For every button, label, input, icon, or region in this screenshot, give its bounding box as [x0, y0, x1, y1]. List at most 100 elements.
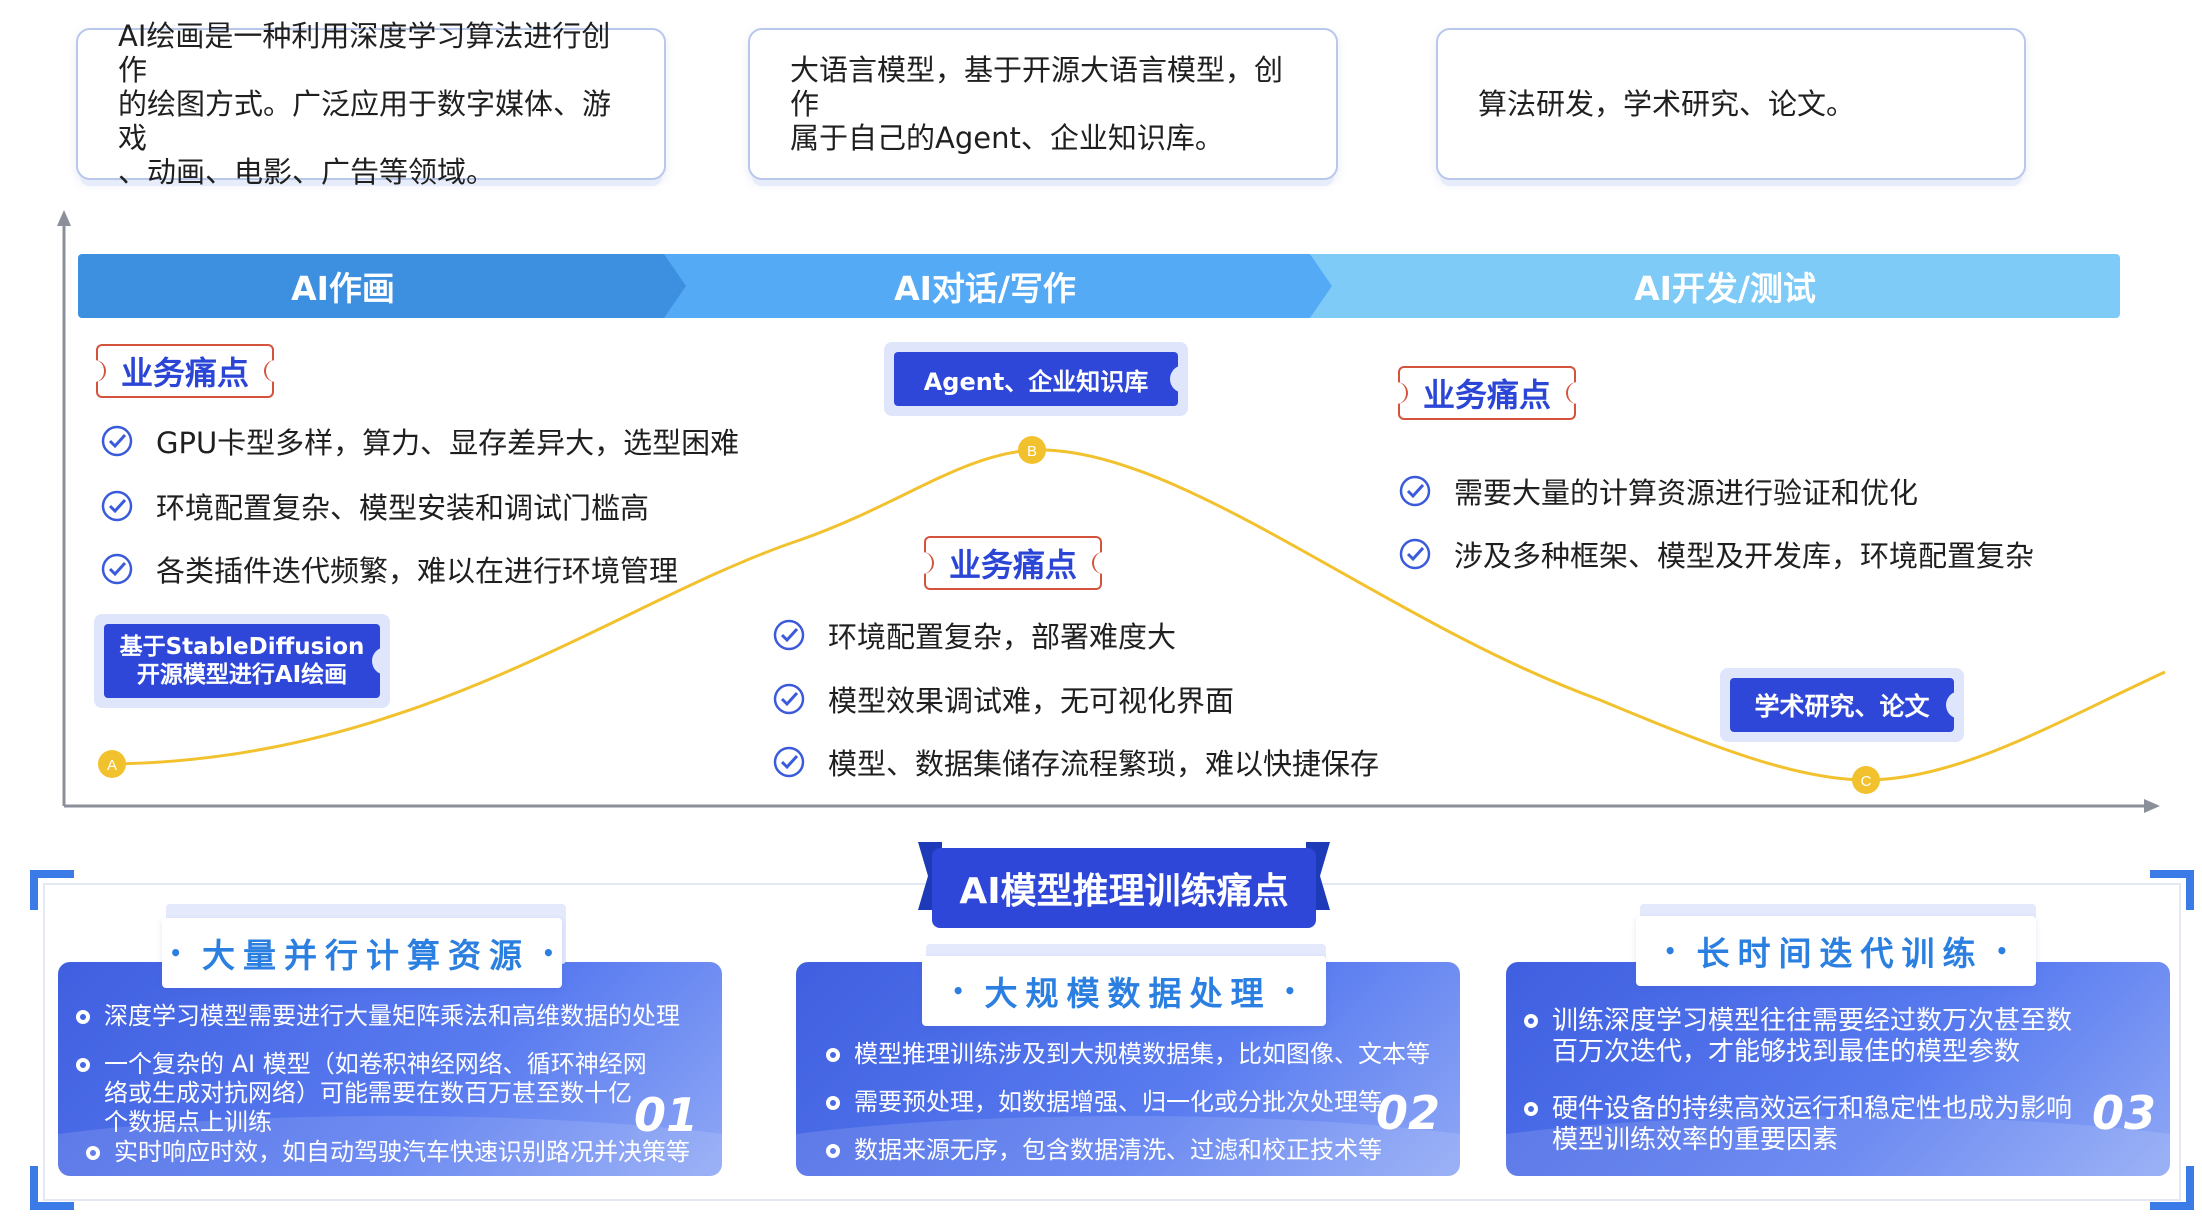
- dot-icon: •: [542, 941, 555, 965]
- dot-icon: •: [1663, 939, 1677, 963]
- stage-bar-bg: [78, 254, 2120, 318]
- panel-bullet-text: 训练深度学习模型往往需要经过数万次甚至数: [1552, 1006, 2073, 1036]
- curve-point-b: [1018, 436, 1046, 464]
- ring-bullet-icon: [76, 1010, 90, 1024]
- panel-title: 大规模数据处理: [984, 974, 1272, 1013]
- curve-point-b-label: B: [1027, 443, 1037, 460]
- desc-line: 属于自己的Agent、企业知识库。: [790, 121, 1224, 155]
- check-circle-icon: [1399, 538, 1431, 570]
- ring-bullet-icon: [76, 1058, 90, 1072]
- dot-icon: •: [951, 979, 965, 1003]
- check-circle-icon: [101, 553, 133, 585]
- panel-title: 大量并行计算资源: [202, 936, 530, 975]
- panel-bullet-text: 需要预处理，如数据增强、归一化或分批次处理等: [854, 1088, 1382, 1116]
- panel-bullet-text: 个数据点上训练: [104, 1108, 272, 1136]
- curve-point-a: [98, 750, 126, 778]
- panel-bullet-text: 实时响应时效，如自动驾驶汽车快速识别路况并决策等: [114, 1138, 690, 1166]
- stage2-tag-label: Agent、企业知识库: [894, 352, 1178, 406]
- pain-tag-stage1: 业务痛点: [90, 344, 280, 398]
- panel-bullet-text: 一个复杂的 AI 模型（如卷积神经网络、循环神经网: [104, 1050, 647, 1078]
- x-axis-arrow: [2144, 799, 2160, 813]
- pain-text: 环境配置复杂、模型安装和调试门槛高: [156, 491, 650, 525]
- panel-title: 长时间迭代训练: [1696, 934, 1984, 973]
- pain-item: 各类插件迭代频繁，难以在进行环境管理: [100, 548, 678, 590]
- panel-bullet: 训练深度学习模型往往需要经过数万次甚至数 百万次迭代，才能够找到最佳的模型参数: [1524, 1006, 2144, 1068]
- check-circle-icon: [773, 746, 805, 778]
- curve-point-c-label: C: [1861, 773, 1872, 790]
- dot-icon: •: [1283, 979, 1297, 1003]
- stage1-tag: 基于StableDiffusion 开源模型进行AI绘画: [94, 614, 390, 708]
- pain-item: 模型效果调试难，无可视化界面: [772, 678, 1234, 720]
- stage-ai-painting: AI作画: [291, 269, 395, 308]
- curve-point-c: [1852, 766, 1880, 794]
- ring-bullet-icon: [826, 1048, 840, 1062]
- ring-bullet-icon: [1524, 1102, 1538, 1116]
- dot-icon: •: [169, 941, 182, 965]
- panel-bullet-text: 百万次迭代，才能够找到最佳的模型参数: [1552, 1037, 2021, 1067]
- pain-item: GPU卡型多样，算力、显存差异大，选型困难: [100, 420, 739, 462]
- panel-number: 02: [1376, 1086, 1441, 1140]
- pain-text: 模型、数据集储存流程繁琐，难以快捷保存: [828, 747, 1380, 781]
- pain-item: 环境配置复杂，部署难度大: [772, 614, 1176, 656]
- panel-bullet: 一个复杂的 AI 模型（如卷积神经网络、循环神经网 络或生成对抗网络）可能需要在…: [76, 1050, 706, 1137]
- pain-panel-1: 深度学习模型需要进行大量矩阵乘法和高维数据的处理 一个复杂的 AI 模型（如卷积…: [58, 962, 722, 1176]
- panel-number: 03: [2092, 1086, 2157, 1140]
- pain-text: 各类插件迭代频繁，难以在进行环境管理: [156, 554, 679, 588]
- stage-ai-dev: AI开发/测试: [1634, 269, 1816, 308]
- desc-line: 算法研发，学术研究、论文。: [1478, 87, 1856, 121]
- panel-bullet-text: 数据来源无序，包含数据清洗、过滤和校正技术等: [854, 1136, 1382, 1164]
- panel-bullet: 实时响应时效，如自动驾驶汽车快速识别路况并决策等: [86, 1138, 716, 1167]
- check-circle-icon: [773, 683, 805, 715]
- panel-bullet: 硬件设备的持续高效运行和稳定性也成为影响 模型训练效率的重要因素: [1524, 1094, 2144, 1156]
- desc-card-ai-dialog: 大语言模型，基于开源大语言模型，创作 属于自己的Agent、企业知识库。: [748, 28, 1338, 180]
- pain-item: 需要大量的计算资源进行验证和优化: [1398, 470, 1918, 512]
- section-title-ribbon: [918, 842, 1330, 928]
- pain-text: 环境配置复杂，部署难度大: [828, 620, 1177, 654]
- panel-header-2: • 大规模数据处理 •: [922, 956, 1326, 1026]
- panel-bullet-text: 深度学习模型需要进行大量矩阵乘法和高维数据的处理: [104, 1002, 680, 1030]
- desc-line: AI绘画是一种利用深度学习算法进行创作: [118, 19, 611, 87]
- panel-bullet-text: 络或生成对抗网络）可能需要在数百万甚至数十亿: [104, 1079, 632, 1107]
- panel-header-1: • 大量并行计算资源 •: [162, 918, 562, 988]
- panel-number: 01: [634, 1088, 699, 1142]
- panel-bullet: 深度学习模型需要进行大量矩阵乘法和高维数据的处理: [76, 1002, 706, 1031]
- desc-card-ai-painting: AI绘画是一种利用深度学习算法进行创作 的绘图方式。广泛应用于数字媒体、游戏 、…: [76, 19, 666, 189]
- panel-bullet: 需要预处理，如数据增强、归一化或分批次处理等: [826, 1088, 1446, 1117]
- pain-text: 模型效果调试难，无可视化界面: [828, 684, 1235, 718]
- ring-bullet-icon: [826, 1096, 840, 1110]
- ring-bullet-icon: [1524, 1014, 1538, 1028]
- panel-bullet: 模型推理训练涉及到大规模数据集，比如图像、文本等: [826, 1040, 1446, 1069]
- panel-bullet-text: 模型训练效率的重要因素: [1552, 1125, 1839, 1155]
- stage3-tag-label: 学术研究、论文: [1730, 678, 1954, 732]
- check-circle-icon: [101, 425, 133, 457]
- pain-text: 需要大量的计算资源进行验证和优化: [1454, 476, 1919, 510]
- pain-text: 涉及多种框架、模型及开发库，环境配置复杂: [1454, 539, 2035, 573]
- stage-ai-dialog: AI对话/写作: [894, 269, 1076, 308]
- stage3-tag: 学术研究、论文: [1720, 668, 1964, 742]
- pain-tag-stage2: 业务痛点: [918, 536, 1108, 590]
- check-circle-icon: [101, 490, 133, 522]
- pain-item: 环境配置复杂、模型安装和调试门槛高: [100, 485, 649, 527]
- section-title: AI模型推理训练痛点: [959, 871, 1289, 912]
- pain-item: 模型、数据集储存流程繁琐，难以快捷保存: [772, 741, 1379, 783]
- pain-text: GPU卡型多样，算力、显存差异大，选型困难: [156, 426, 740, 460]
- panel-bullet-text: 模型推理训练涉及到大规模数据集，比如图像、文本等: [854, 1040, 1430, 1068]
- desc-line: 、动画、电影、广告等领域。: [118, 155, 496, 189]
- curve-point-a-label: A: [107, 757, 117, 774]
- check-circle-icon: [1399, 475, 1431, 507]
- desc-card-ai-dev: 算法研发，学术研究、论文。: [1436, 28, 2026, 180]
- panel-bullet-text: 硬件设备的持续高效运行和稳定性也成为影响: [1552, 1094, 2073, 1124]
- check-circle-icon: [773, 619, 805, 651]
- pain-panel-3: 训练深度学习模型往往需要经过数万次甚至数 百万次迭代，才能够找到最佳的模型参数 …: [1506, 962, 2170, 1176]
- pain-tag-stage3: 业务痛点: [1392, 366, 1582, 420]
- stage1-tag-line: 基于StableDiffusion: [119, 634, 365, 660]
- pain-item: 涉及多种框架、模型及开发库，环境配置复杂: [1398, 533, 2034, 575]
- y-axis-arrow: [57, 210, 71, 226]
- ring-bullet-icon: [86, 1146, 100, 1160]
- desc-line: 大语言模型，基于开源大语言模型，创作: [790, 53, 1284, 121]
- panel-bullet: 数据来源无序，包含数据清洗、过滤和校正技术等: [826, 1136, 1446, 1165]
- stage2-tag: Agent、企业知识库: [884, 342, 1188, 416]
- stage1-tag-line: 开源模型进行AI绘画: [136, 662, 348, 688]
- dot-icon: •: [1995, 939, 2009, 963]
- stage-axes-curve: A B C: [57, 210, 2166, 813]
